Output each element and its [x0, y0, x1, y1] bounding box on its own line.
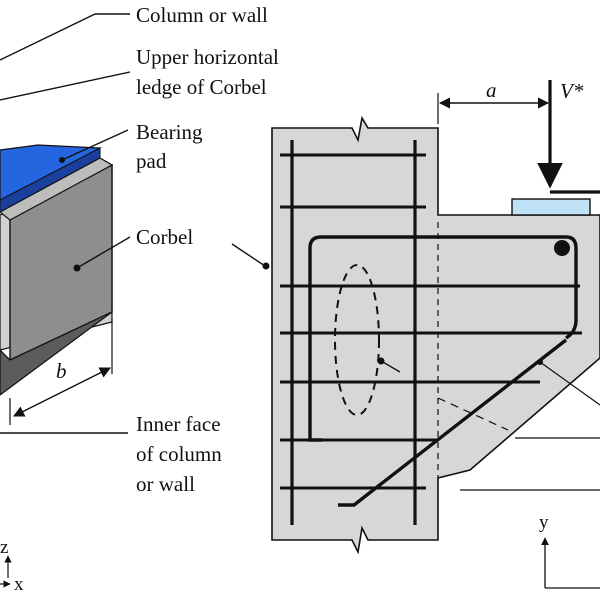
width-dimension-line	[12, 367, 112, 417]
bearing-pad-label-line1: Bearing	[136, 120, 203, 144]
left-x-axis-label: x	[14, 574, 24, 595]
section-bearing-pad	[511, 198, 591, 216]
upper-ledge-label-line1: Upper horizontal	[136, 45, 279, 69]
corbel-label: Corbel	[136, 225, 193, 249]
bearing-pad-label-line2: pad	[136, 149, 167, 173]
right-y-axis-label: y	[539, 512, 549, 533]
concrete-section	[271, 115, 600, 555]
corbel-dashed-line-lower	[539, 361, 600, 406]
upper-ledge-label-line2: ledge of Corbel	[136, 75, 267, 99]
corbel-section-view: V* a y	[231, 78, 600, 589]
corbel-section-leader	[231, 243, 266, 267]
inner-face-label-line2: of column	[136, 442, 222, 466]
width-dimension-label: b	[56, 359, 67, 383]
bearing-pad-leader-dot	[59, 157, 65, 163]
column-or-wall-label: Column or wall	[136, 3, 268, 27]
anchor-bar-dot	[554, 240, 570, 256]
inner-face-label-line1: Inner face	[136, 412, 221, 436]
column-ties	[280, 153, 582, 490]
left-z-axis-label: z	[0, 537, 8, 558]
column-leader-line	[0, 13, 96, 61]
bearing-pad-side	[0, 147, 101, 213]
load-label: V*	[560, 79, 584, 103]
corbel-3d-view: b	[0, 13, 131, 588]
corbel-leader-dot	[73, 264, 81, 272]
upper-ledge-leader	[0, 71, 131, 101]
main-tension-bar	[308, 235, 578, 442]
corbel-leader-dot-right	[537, 359, 543, 365]
inner-face-label-line3: or wall	[136, 472, 195, 496]
strut-dashed-ellipse	[334, 264, 380, 416]
corbel-section-leader-dot	[262, 262, 270, 270]
strut-leader-line	[380, 360, 401, 373]
bearing-pad-leader	[61, 129, 129, 161]
shear-span-label: a	[486, 78, 497, 102]
corbel-leader	[76, 236, 131, 269]
inclined-bar	[338, 338, 568, 507]
